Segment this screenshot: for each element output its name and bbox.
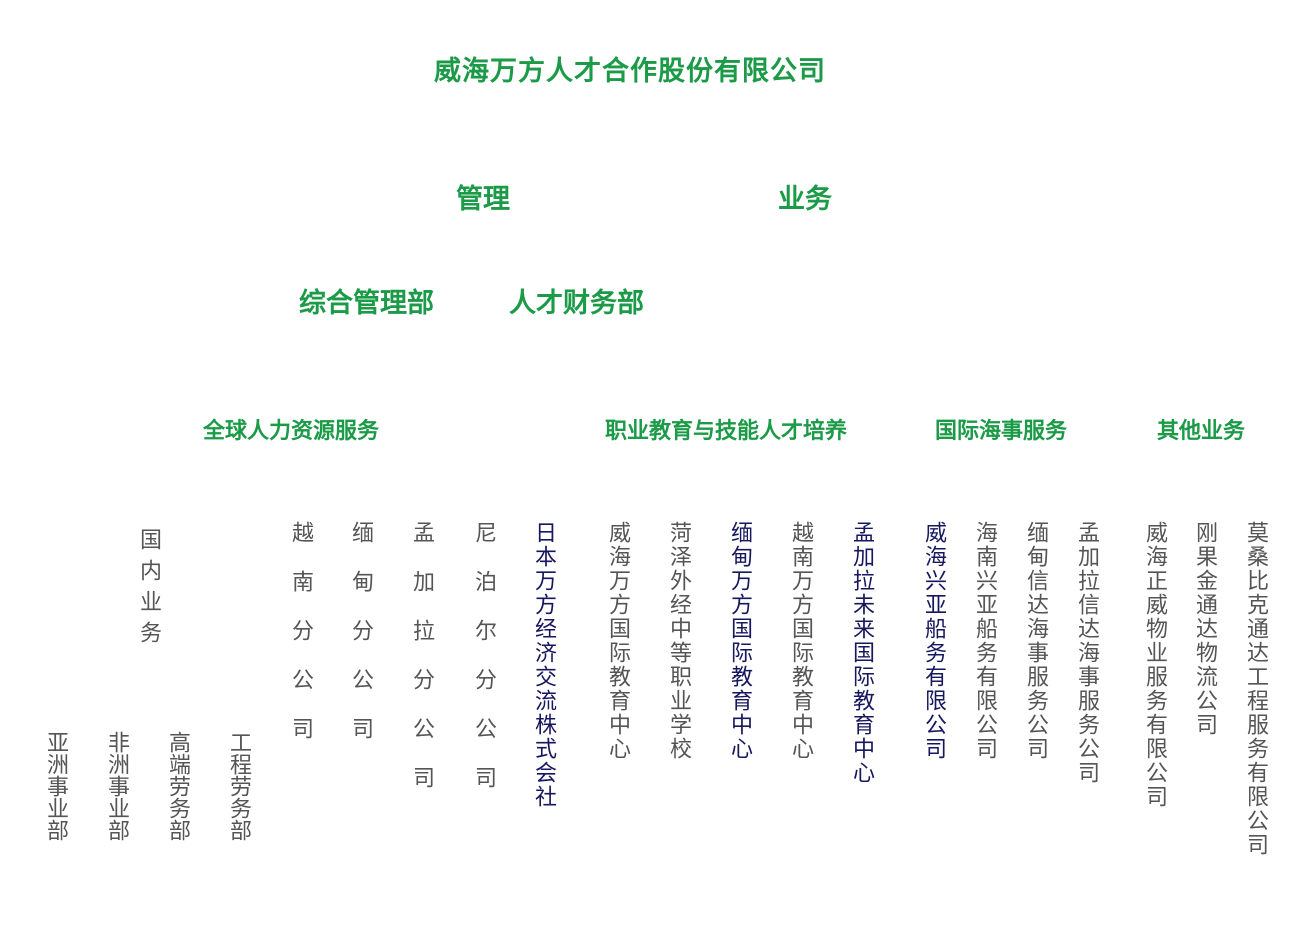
node-high-end-labor-dept: 高端劳务部: [165, 731, 190, 841]
node-hainan-xingya-shipping: 海南兴亚船务有限公司: [972, 521, 997, 761]
node-weihai-xingya-shipping: 威海兴亚船务有限公司: [921, 521, 946, 761]
node-management: 管理: [456, 184, 510, 215]
node-weihai-zhengwei-property: 威海正威物业服务有限公司: [1142, 521, 1167, 809]
node-general-management-dept: 综合管理部: [299, 288, 434, 319]
node-weihai-education-center: 威海万方国际教育中心: [605, 521, 630, 761]
node-bangladesh-education-center: 孟加拉未来国际教育中心: [849, 521, 874, 785]
node-drc-tongda-logistics: 刚果金通达物流公司: [1192, 521, 1217, 737]
node-vocational-education: 职业教育与技能人才培养: [605, 419, 848, 444]
node-japan-company: 日本万方经济交流株式会社: [531, 521, 556, 809]
node-talent-finance-dept: 人才财务部: [509, 288, 644, 319]
node-myanmar-xinda-maritime: 缅甸信达海事服务公司: [1023, 521, 1048, 761]
node-business: 业务: [778, 184, 832, 215]
node-myanmar-education-center: 缅甸万方国际教育中心: [727, 521, 752, 761]
node-domestic-business: 国内业务: [136, 528, 161, 652]
node-heze-vocational-school: 菏泽外经中等职业学校: [666, 521, 691, 761]
node-engineering-labor-dept: 工程劳务部: [226, 731, 251, 841]
node-maritime: 国际海事服务: [935, 419, 1068, 444]
node-global-hr: 全球人力资源服务: [203, 419, 380, 444]
node-other-business: 其他业务: [1157, 419, 1246, 444]
node-asia-dept: 亚洲事业部: [43, 731, 68, 841]
node-nepal-branch: 尼泊尔分公司: [471, 521, 496, 815]
node-vietnam-education-center: 越南万方国际教育中心: [788, 521, 813, 761]
node-myanmar-branch: 缅甸分公司: [348, 521, 373, 766]
company-title: 威海万方人才合作股份有限公司: [434, 56, 826, 87]
node-bangladesh-xinda-maritime: 孟加拉信达海事服务公司: [1074, 521, 1099, 785]
node-bangladesh-branch: 孟加拉分公司: [409, 521, 434, 815]
node-vietnam-branch: 越南分公司: [288, 521, 313, 766]
node-africa-dept: 非洲事业部: [104, 731, 129, 841]
node-mozambique-tongda-engineering: 莫桑比克通达工程服务有限公司: [1243, 521, 1268, 857]
